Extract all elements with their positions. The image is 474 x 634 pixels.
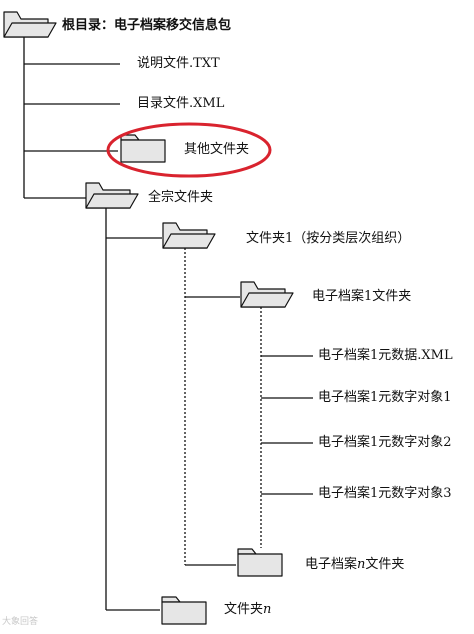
fonds-folder-label: 全宗文件夹 [148,190,214,205]
recordn-folder-icon [237,548,283,577]
watermark: 大象回答 [2,617,39,627]
digital-object1-label: 电子档案1元数字对象1 [318,390,452,405]
fonds-folder-icon [85,182,139,209]
foldern-label: 文件夹n [224,602,271,618]
highlight-ellipse [106,122,272,178]
record1-folder-label: 电子档案1文件夹 [312,289,412,304]
folder1-note: （按分类层次组织） [293,231,411,246]
folder1-name: 文件夹1 [246,231,294,246]
recordn-n: n [357,557,366,572]
root-label: 根目录：电子档案移交信息包 [62,18,232,33]
digital-object3-label: 电子档案1元数字对象3 [318,486,452,501]
catalog-file-label: 目录文件.XML [137,96,225,111]
record1-folder-icon [240,281,294,308]
folder1-folder-icon [162,222,216,249]
recordn-suffix: 文件夹 [365,557,405,572]
other-folder-label: 其他文件夹 [184,142,250,157]
metadata-file-label: 电子档案1元数据.XML [318,348,453,363]
root-folder-icon [3,11,57,38]
foldern-folder-icon [161,596,207,625]
recordn-prefix: 电子档案 [305,557,358,572]
digital-object2-label: 电子档案1元数字对象2 [318,435,452,450]
foldern-prefix: 文件夹 [224,602,264,617]
other-folder-icon [120,134,166,163]
readme-file-label: 说明文件.TXT [137,56,220,71]
folder1-label: 文件夹1（按分类层次组织） [246,231,410,247]
recordn-folder-label: 电子档案n文件夹 [305,557,404,573]
foldern-n: n [263,602,272,617]
